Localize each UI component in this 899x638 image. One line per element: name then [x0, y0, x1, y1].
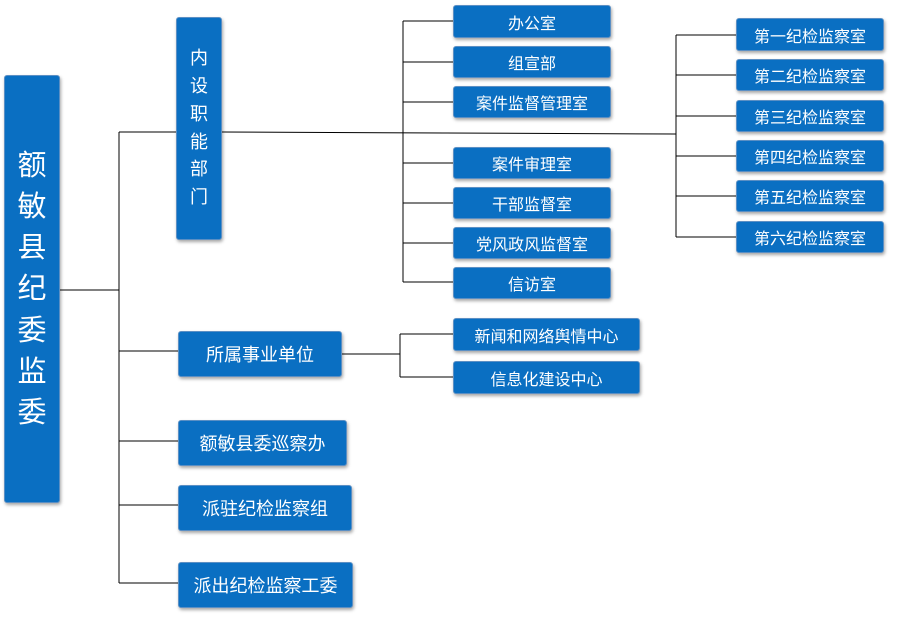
affiliated-unit-node[interactable]: 信息化建设中心	[453, 361, 640, 394]
affiliated-unit-node[interactable]: 新闻和网络舆情中心	[453, 318, 640, 351]
internal-departments-node[interactable]: 内 设 职 能 部 门	[176, 17, 222, 240]
dept-char: 能	[190, 131, 208, 153]
root-char: 委	[17, 312, 47, 347]
supervision-room-node[interactable]: 第四纪检监察室	[736, 140, 884, 172]
inspection-office-node[interactable]: 额敏县委巡察办	[178, 420, 347, 466]
dispatched-group-node[interactable]: 派驻纪检监察组	[178, 485, 352, 531]
root-char: 委	[17, 394, 47, 429]
root-node[interactable]: 额 敏 县 纪 委 监 委	[4, 75, 60, 503]
root-char: 监	[17, 353, 47, 388]
root-char: 敏	[17, 189, 47, 224]
dept-char: 设	[190, 75, 208, 97]
affiliated-units-node[interactable]: 所属事业单位	[178, 331, 342, 377]
office-node[interactable]: 党风政风监督室	[453, 227, 611, 259]
supervision-room-node[interactable]: 第六纪检监察室	[736, 221, 884, 253]
office-node[interactable]: 干部监督室	[453, 187, 611, 219]
root-char: 县	[17, 230, 47, 265]
root-char: 纪	[17, 271, 47, 306]
supervision-room-node[interactable]: 第一纪检监察室	[736, 18, 884, 51]
supervision-room-node[interactable]: 第三纪检监察室	[736, 100, 884, 132]
dept-char: 内	[190, 47, 208, 69]
office-node[interactable]: 信访室	[453, 267, 611, 299]
outbound-committee-node[interactable]: 派出纪检监察工委	[178, 562, 353, 608]
office-node[interactable]: 办公室	[453, 5, 611, 38]
supervision-room-node[interactable]: 第二纪检监察室	[736, 59, 884, 91]
office-node[interactable]: 案件审理室	[453, 147, 611, 179]
dept-char: 部	[190, 159, 208, 181]
office-node[interactable]: 组宣部	[453, 46, 611, 78]
root-char: 额	[17, 147, 47, 182]
dept-char: 门	[190, 187, 208, 209]
supervision-room-node[interactable]: 第五纪检监察室	[736, 180, 884, 212]
office-node[interactable]: 案件监督管理室	[453, 86, 611, 118]
dept-char: 职	[190, 103, 208, 125]
